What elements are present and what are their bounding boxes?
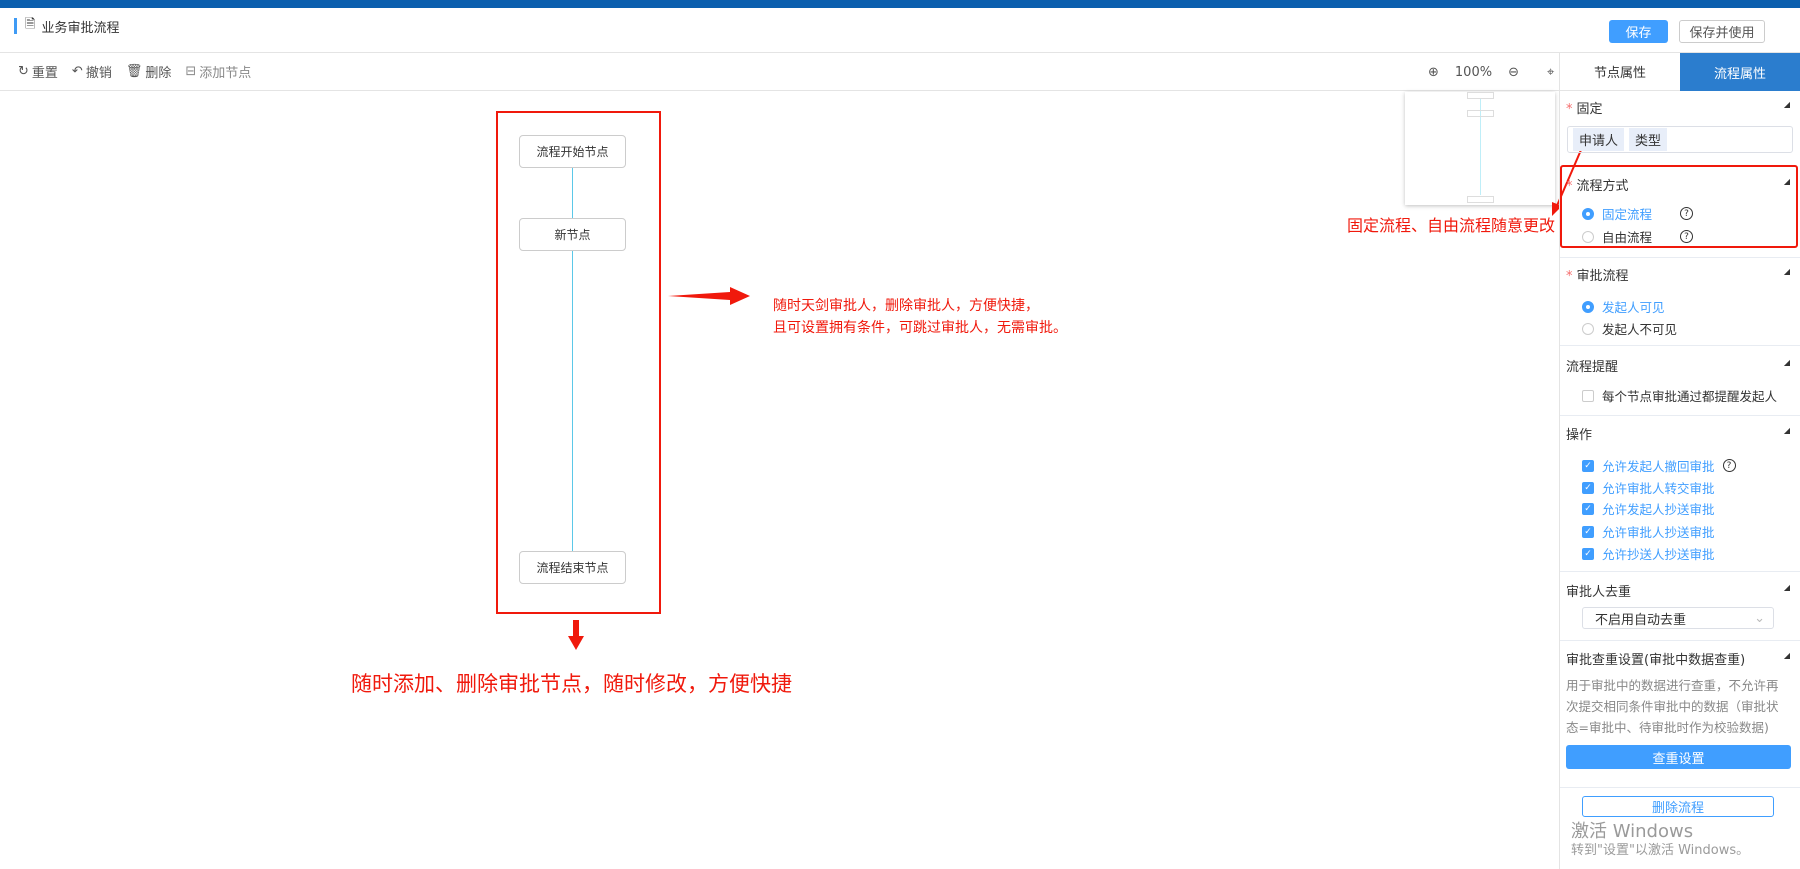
toolbar: ↻重置 ↶撤销 🗑删除 ⊟添加节点 (0, 53, 1559, 91)
minimap[interactable] (1405, 92, 1555, 205)
zoom-level: 100% (1454, 64, 1493, 80)
option-label: 发起人可见 (1602, 300, 1665, 315)
annotation-right-text: 随时天剑审批人，删除审批人，方便快捷， 且可设置拥有条件，可跳过审批人，无需审批… (773, 295, 1067, 339)
chevron-down-icon: ⌄ (1754, 610, 1765, 626)
reset-icon: ↻ (18, 64, 29, 79)
help-icon[interactable]: ? (1680, 207, 1694, 220)
type-tags-input[interactable]: 申请人 类型 (1567, 126, 1793, 153)
annotation-box-canvas (496, 111, 661, 614)
flow-edge (572, 168, 573, 218)
option-label: 自由流程 (1602, 230, 1653, 245)
annotation-arrow-right-icon (668, 287, 750, 305)
annotation-panel-text: 固定流程、自由流程随意更改 (1346, 216, 1555, 235)
help-icon[interactable]: ? (1722, 459, 1736, 472)
title-text: 业务审批流程 (41, 20, 120, 36)
mode-title: 流程方式 (1576, 179, 1629, 194)
radio-invisible[interactable]: 发起人不可见 (1582, 319, 1677, 338)
check-description: 用于审批中的数据进行查重，不允许再次提交相同条件审批中的数据（审批状态=审批中、… (1566, 678, 1779, 735)
check-settings-button[interactable]: 查重设置 (1566, 745, 1791, 769)
tag: 类型 (1629, 128, 1668, 151)
collapse-icon[interactable]: ◢ (1783, 651, 1790, 660)
page-title: 🗎 业务审批流程 (14, 17, 120, 36)
collapse-icon[interactable]: ◢ (1783, 426, 1790, 435)
zoom-out-icon[interactable]: ⊖ (1508, 64, 1519, 80)
zoom-controls: ⊕ 100% ⊖ ⌖ (1428, 53, 1554, 91)
visibility-title: 审批流程 (1576, 269, 1629, 284)
option-label: 固定流程 (1602, 207, 1653, 222)
save-button[interactable]: 保存 (1609, 20, 1668, 43)
option-label: 允许审批人转交审批 (1602, 481, 1715, 496)
remind-title: 流程提醒 (1566, 360, 1619, 375)
minimap-edge (1480, 99, 1481, 195)
minimap-node (1467, 110, 1494, 117)
watermark-line: 转到"设置"以激活 Windows。 (1571, 842, 1750, 858)
help-icon[interactable]: ? (1680, 230, 1694, 243)
add-node-icon: ⊟ (185, 64, 197, 79)
undo-button[interactable]: ↶撤销 (72, 62, 112, 81)
collapse-icon[interactable]: ◢ (1783, 358, 1790, 367)
annotation-bottom-text: 随时添加、删除审批节点，随时修改，方便快捷 (351, 672, 792, 696)
undo-label: 撤销 (85, 66, 112, 81)
tab-node-properties[interactable]: 节点属性 (1560, 53, 1680, 91)
save-and-use-button[interactable]: 保存并使用 (1679, 20, 1765, 43)
tab-flow-properties[interactable]: 流程属性 (1680, 53, 1800, 91)
reset-label: 重置 (31, 66, 58, 81)
checkbox-op[interactable]: ✓允许抄送人抄送审批 (1582, 544, 1715, 563)
flow-new-node[interactable]: 新节点 (519, 218, 626, 251)
option-label: 允许抄送人抄送审批 (1602, 547, 1715, 562)
locate-icon[interactable]: ⌖ (1546, 64, 1555, 80)
top-brand-bar (0, 0, 1800, 8)
checkbox-remind[interactable]: 每个节点审批通过都提醒发起人 (1582, 386, 1777, 405)
check-title: 审批查重设置(审批中数据查重) (1566, 653, 1746, 668)
checkbox-op[interactable]: ✓允许发起人撤回审批? (1582, 456, 1736, 475)
trash-icon: 🗑 (125, 64, 143, 79)
delete-label: 删除 (145, 66, 172, 81)
minimap-node (1467, 92, 1494, 99)
collapse-icon[interactable]: ◢ (1783, 267, 1790, 276)
radio-visible[interactable]: 发起人可见 (1582, 297, 1665, 316)
dedup-title: 审批人去重 (1566, 585, 1632, 600)
reset-button[interactable]: ↻重置 (18, 62, 58, 81)
collapse-icon[interactable]: ◢ (1783, 583, 1790, 592)
delete-flow-button[interactable]: 删除流程 (1582, 796, 1774, 817)
properties-panel: 节点属性 流程属性 *固定 ◢ 申请人 类型 *流程方式 ◢ 固定流程? 自由流… (1559, 53, 1800, 869)
flow-end-node[interactable]: 流程结束节点 (519, 551, 626, 584)
collapse-icon[interactable]: ◢ (1783, 177, 1790, 186)
minimap-node (1467, 196, 1494, 203)
tag: 申请人 (1573, 128, 1625, 151)
select-value: 不启用自动去重 (1595, 612, 1687, 628)
option-label: 允许发起人撤回审批 (1602, 459, 1715, 474)
option-label: 每个节点审批通过都提醒发起人 (1602, 389, 1778, 404)
collapse-icon[interactable]: ◢ (1783, 100, 1790, 109)
windows-watermark: 激活 Windows 转到"设置"以激活 Windows。 (1571, 821, 1749, 858)
zoom-in-icon[interactable]: ⊕ (1428, 64, 1439, 80)
radio-free-flow[interactable]: 自由流程? (1582, 227, 1694, 246)
document-icon: 🗎 (25, 17, 36, 32)
option-label: 发起人不可见 (1602, 322, 1678, 337)
checkbox-op[interactable]: ✓允许审批人转交审批 (1582, 478, 1715, 497)
add-node-button[interactable]: ⊟添加节点 (185, 62, 251, 81)
dedup-select[interactable]: 不启用自动去重 ⌄ (1582, 607, 1774, 629)
annotation-arrow-down-icon (568, 620, 584, 650)
delete-button[interactable]: 🗑删除 (126, 62, 172, 81)
annotation-line: 且可设置拥有条件，可跳过审批人，无需审批。 (773, 320, 1067, 336)
undo-icon: ↶ (71, 64, 83, 79)
checkbox-op[interactable]: ✓允许审批人抄送审批 (1582, 522, 1715, 541)
option-label: 允许审批人抄送审批 (1602, 525, 1715, 540)
ops-title: 操作 (1566, 428, 1593, 443)
flow-start-node[interactable]: 流程开始节点 (519, 135, 626, 168)
annotation-box-panel (1560, 165, 1798, 248)
checkbox-op[interactable]: ✓允许发起人抄送审批 (1582, 499, 1715, 518)
header: 🗎 业务审批流程 保存 保存并使用 (0, 8, 1800, 53)
radio-fixed-flow[interactable]: 固定流程? (1582, 204, 1694, 223)
option-label: 允许发起人抄送审批 (1602, 502, 1715, 517)
annotation-line: 随时天剑审批人，删除审批人，方便快捷， (773, 298, 1039, 314)
type-title: 固定 (1576, 102, 1603, 117)
flow-edge (572, 251, 573, 551)
watermark-line: 激活 Windows (1571, 821, 1694, 842)
add-node-label: 添加节点 (199, 66, 252, 81)
